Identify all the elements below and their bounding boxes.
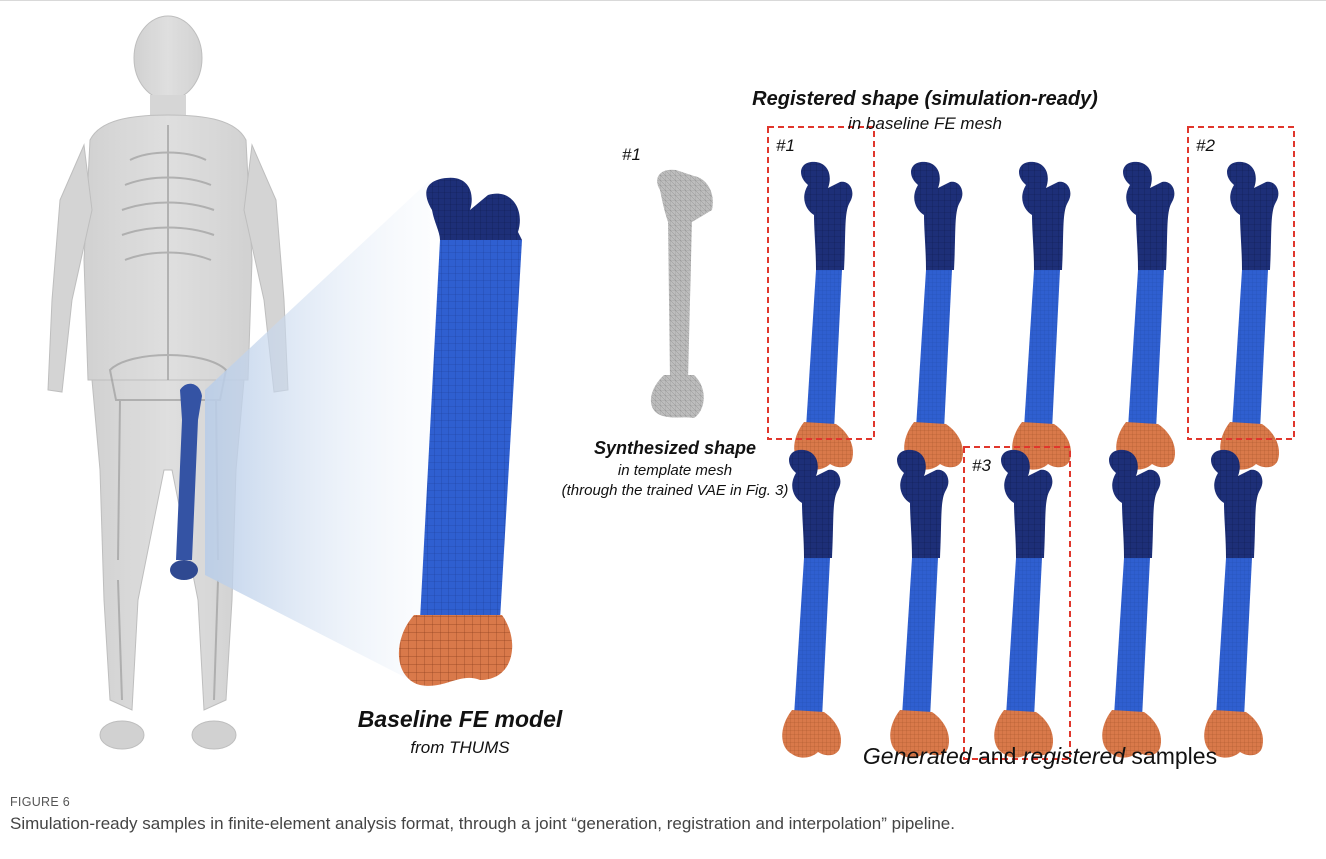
- samples-word-registered: registered: [1023, 743, 1125, 769]
- highlight-tag-2: #2: [1196, 136, 1215, 156]
- highlight-tag-1: #1: [776, 136, 795, 156]
- registered-shape-subtitle: in baseline FE mesh: [848, 114, 1002, 134]
- baseline-title: Baseline FE model: [358, 706, 563, 733]
- registered-shape-title: Registered shape (simulation-ready): [752, 88, 1098, 111]
- synth-tag: #1: [622, 145, 641, 165]
- highlight-tag-3: #3: [972, 456, 991, 476]
- synthesized-shape-sub1: in template mesh: [618, 462, 732, 479]
- synthesized-shape-sub2: (through the trained VAE in Fig. 3): [562, 482, 789, 499]
- figure-label: FIGURE 6: [10, 795, 70, 809]
- samples-word-generated: Generated: [863, 743, 972, 769]
- template-femur: [651, 170, 713, 418]
- samples-word-samples: samples: [1125, 743, 1217, 769]
- figure-artwork: [0, 0, 1326, 790]
- baseline-subtitle: from THUMS: [410, 738, 509, 758]
- figure-caption: Simulation-ready samples in finite-eleme…: [10, 814, 955, 834]
- samples-caption: Generated and registered samples: [863, 743, 1217, 770]
- synthesized-shape-title: Synthesized shape: [594, 438, 756, 459]
- samples-word-and: and: [972, 743, 1023, 769]
